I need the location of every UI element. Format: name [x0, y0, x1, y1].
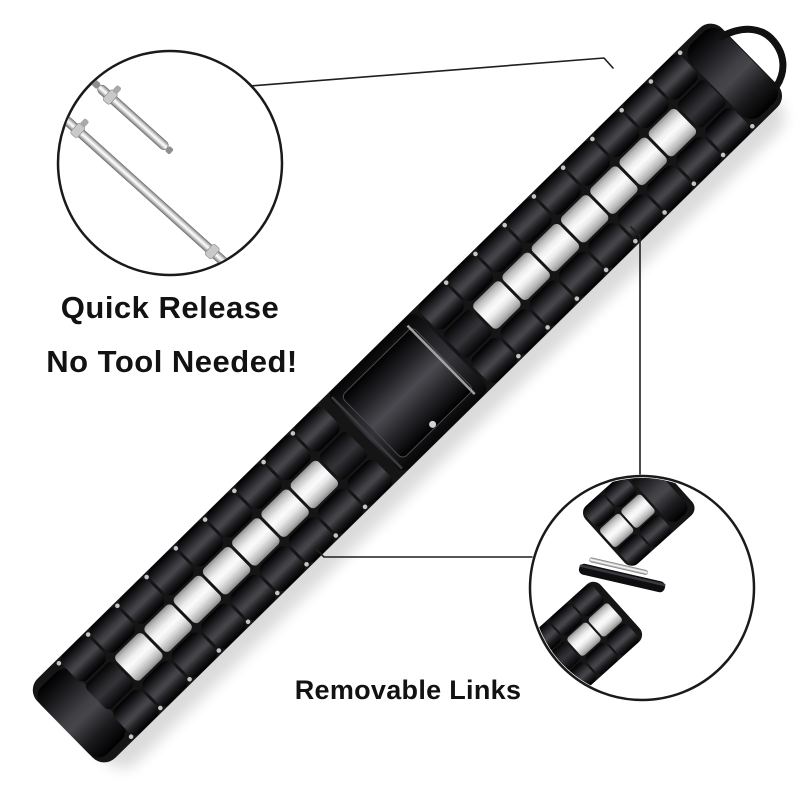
clasp-cover: [342, 328, 472, 458]
clasp-release-button: [429, 420, 437, 428]
clasp-hinge-line: [330, 396, 403, 470]
band-end-link-top: [687, 27, 778, 119]
link-removal-pin-icon: [578, 557, 666, 593]
watch-band: [32, 23, 787, 769]
connector-line-removable-left: [314, 547, 533, 558]
quick-release-label: Quick Release: [61, 290, 279, 325]
deployment-clasp: [329, 314, 487, 471]
connector-line-quick-release: [249, 57, 614, 87]
band-end-link-bottom: [37, 669, 126, 758]
link-segment-upper: [581, 478, 695, 568]
removable-links-label: Removable Links: [295, 675, 522, 705]
band-end-tail: [718, 25, 787, 90]
spring-bar-short-icon: [92, 80, 174, 155]
quick-release-callout: [56, 49, 284, 277]
quick-release-callout-content: [59, 80, 238, 274]
no-tool-needed-label: No Tool Needed!: [46, 344, 297, 379]
clasp-fold-edge: [406, 324, 476, 395]
connector-line-removable-top: [630, 226, 641, 475]
quick-release-callout-circle: [56, 49, 284, 277]
